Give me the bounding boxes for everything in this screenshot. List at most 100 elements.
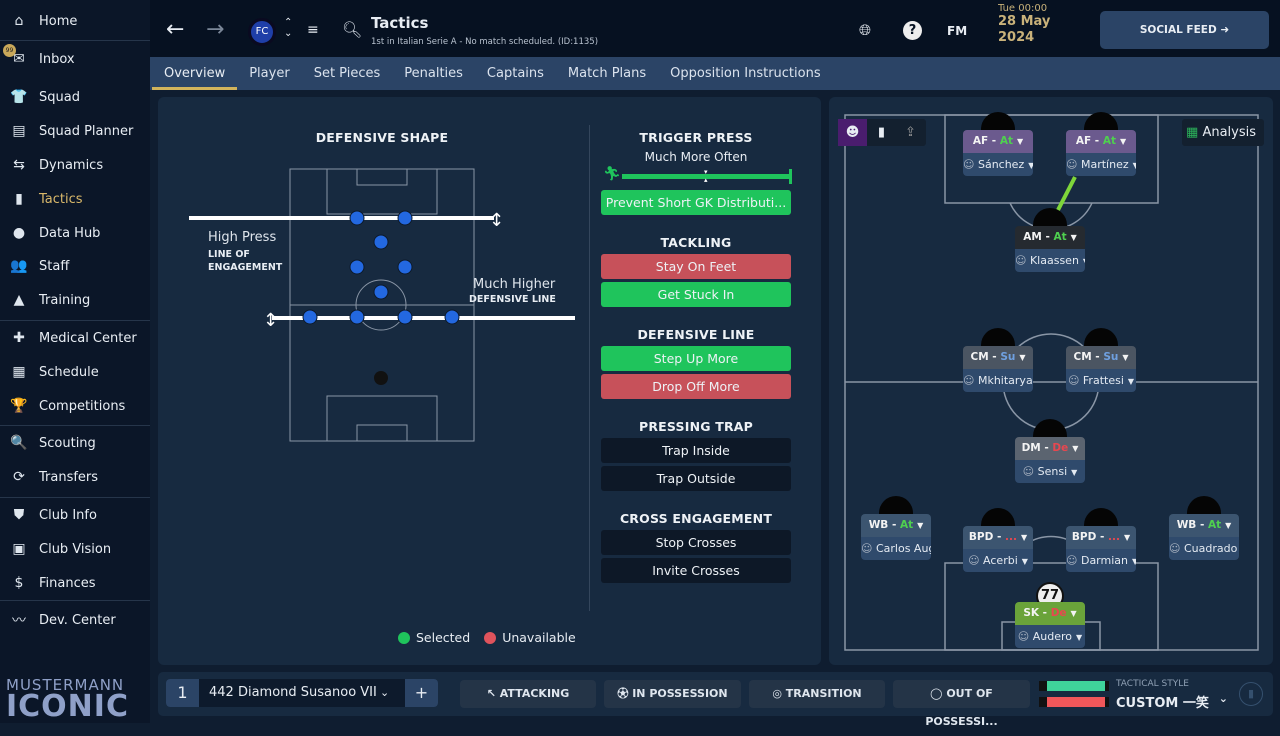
tactical-style-select[interactable]: CUSTOM 一笑⌄ <box>1116 692 1228 711</box>
invite-crosses-button[interactable]: Invite Crosses <box>601 558 791 583</box>
globe-icon[interactable]: 🌐︎ <box>859 21 872 39</box>
transition-button[interactable]: ◎ TRANSITION <box>749 680 885 708</box>
player-selector[interactable]: ☺ Cuadrado▼ <box>1169 537 1239 560</box>
role-selector[interactable]: DM - De▼ <box>1015 437 1085 460</box>
sidebar-item-transfers[interactable]: ⟳Transfers <box>0 462 150 492</box>
role-selector[interactable]: CM - Su▼ <box>1066 346 1136 369</box>
sidebar-item-competitions[interactable]: 🏆Competitions <box>0 391 150 421</box>
sidebar-item-inbox[interactable]: ✉Inbox <box>0 44 150 74</box>
role-selector[interactable]: SK - De▼ <box>1015 602 1085 625</box>
tab-captains[interactable]: Captains <box>486 66 544 81</box>
role-selector[interactable]: WB - At▼ <box>861 514 931 537</box>
bar-chart-icon[interactable]: ▮ <box>877 125 886 140</box>
out-of-possession-button[interactable]: ◯ OUT OF POSSESSI... <box>893 680 1030 728</box>
tactic-analysis-icon[interactable]: ▮ <box>1239 682 1263 706</box>
player-selector[interactable]: ☺ Frattesi▼ <box>1066 369 1136 392</box>
player-card[interactable]: AF - At▼☺ Sánchez▼ <box>963 112 1033 176</box>
tab-penalties[interactable]: Penalties <box>404 66 463 81</box>
search-icon[interactable]: 🔍︎ <box>342 20 363 39</box>
role-selector[interactable]: AM - At▼ <box>1015 226 1085 249</box>
sidebar-item-training[interactable]: ▲Training <box>0 285 150 315</box>
dropdown-arrow-icon: ▼ <box>1225 521 1232 530</box>
sidebar-item-data-hub[interactable]: ●Data Hub <box>0 218 150 248</box>
in-possession-button[interactable]: ⚽︎ IN POSSESSION <box>604 680 741 708</box>
sidebar-item-finances[interactable]: $Finances <box>0 568 150 598</box>
player-card[interactable]: AM - At▼☺ Klaassen▼ <box>1015 208 1085 272</box>
player-card[interactable]: BPD - ...▼☺ Darmian▼ <box>1066 508 1136 572</box>
date-widget[interactable]: Tue 00:00 28 May 2024 <box>998 4 1051 45</box>
player-view-icon[interactable]: ☻ <box>838 119 867 146</box>
sidebar-item-dynamics[interactable]: ⇆Dynamics <box>0 150 150 180</box>
chevron-down-icon[interactable]: ⌄ <box>380 686 390 699</box>
player-selector[interactable]: ☺ Sensi▼ <box>1015 460 1085 483</box>
help-icon[interactable]: ? <box>903 21 922 40</box>
player-card[interactable]: WB - At▼☺ Cuadrado▼ <box>1169 496 1239 560</box>
player-selector[interactable]: ☺ Carlos Augu...▼ <box>861 537 931 560</box>
back-arrow-icon[interactable]: ← <box>166 17 185 42</box>
role-selector[interactable]: BPD - ...▼ <box>963 526 1033 549</box>
attacking-button[interactable]: ↖ ATTACKING <box>460 680 596 708</box>
analysis-button[interactable]: ▦ Analysis <box>1182 119 1264 146</box>
social-feed-button[interactable]: SOCIAL FEED ➜ <box>1100 11 1269 49</box>
role-selector[interactable]: AF - At▼ <box>1066 130 1136 153</box>
player-card[interactable]: CM - Su▼☺ Mkhitaryan▼ <box>963 328 1033 392</box>
player-card[interactable]: AF - At▼☺ Martínez▼ <box>1066 112 1136 176</box>
player-card[interactable]: DM - De▼☺ Sensi▼ <box>1015 419 1085 483</box>
player-selector[interactable]: ☺ Acerbi▼ <box>963 549 1033 572</box>
trap-outside-button[interactable]: Trap Outside <box>601 466 791 491</box>
role-selector[interactable]: WB - At▼ <box>1169 514 1239 537</box>
forward-arrow-icon[interactable]: → <box>206 17 225 42</box>
sidebar-item-club-vision[interactable]: ▣Club Vision <box>0 534 150 564</box>
stop-crosses-button[interactable]: Stop Crosses <box>601 530 791 555</box>
top-header: ← → FC ⌃⌄ ≡ 🔍︎ Tactics 1st in Italian Se… <box>150 0 1280 57</box>
add-tactic-button[interactable]: + <box>405 679 438 707</box>
sidebar-item-home[interactable]: ⌂Home <box>0 6 150 36</box>
role-selector[interactable]: AF - At▼ <box>963 130 1033 153</box>
tactic-selector[interactable]: 1 442 Diamond Susanoo VII ⌄ + <box>166 679 438 707</box>
menu-icon[interactable]: ≡ <box>307 22 319 38</box>
get-stuck-in-button[interactable]: Get Stuck In <box>601 282 791 307</box>
sidebar-item-squad[interactable]: 👕Squad <box>0 82 150 112</box>
tab-overview[interactable]: Overview <box>152 57 238 90</box>
tab-match-plans[interactable]: Match Plans <box>567 66 647 81</box>
sidebar-item-tactics[interactable]: ▮Tactics <box>0 184 150 214</box>
sidebar-item-dev-center[interactable]: 〰Dev. Center <box>0 605 150 635</box>
tab-set-pieces[interactable]: Set Pieces <box>313 66 381 81</box>
club-switch-chevrons-icon[interactable]: ⌃⌄ <box>284 17 293 39</box>
player-selector[interactable]: ☺ Darmian▼ <box>1066 549 1136 572</box>
player-selector[interactable]: ☺ Sánchez▼ <box>963 153 1033 176</box>
player-card[interactable]: CM - Su▼☺ Frattesi▼ <box>1066 328 1136 392</box>
upload-icon[interactable]: ⇪ <box>905 125 916 140</box>
stay-on-feet-button[interactable]: Stay On Feet <box>601 254 791 279</box>
role-selector[interactable]: BPD - ...▼ <box>1066 526 1136 549</box>
tactic-slot-number[interactable]: 1 <box>166 679 199 707</box>
tab-player[interactable]: Player <box>249 66 290 81</box>
player-card[interactable]: WB - At▼☺ Carlos Augu...▼ <box>861 496 931 560</box>
slider-marker[interactable]: ▾▴ <box>704 168 708 184</box>
tactic-name[interactable]: 442 Diamond Susanoo VII <box>209 685 377 700</box>
sidebar-item-schedule[interactable]: ▦Schedule <box>0 357 150 387</box>
sidebar-item-squad-planner[interactable]: ▤Squad Planner <box>0 116 150 146</box>
role-selector[interactable]: CM - Su▼ <box>963 346 1033 369</box>
player-selector[interactable]: ☺ Klaassen▼ <box>1015 249 1085 272</box>
pitch-panel <box>829 97 1273 665</box>
sidebar-item-scouting[interactable]: 🔍Scouting <box>0 428 150 458</box>
club-badge-icon[interactable]: FC <box>248 18 276 46</box>
trigger-press-slider[interactable]: ▾▴ <box>622 168 792 184</box>
player-selector[interactable]: ☺ Audero▼ <box>1015 625 1085 648</box>
player-card[interactable]: BPD - ...▼☺ Acerbi▼ <box>963 508 1033 572</box>
player-selector[interactable]: ☺ Martínez▼ <box>1066 153 1136 176</box>
fm-button[interactable]: FM <box>947 24 968 38</box>
drop-off-more-button[interactable]: Drop Off More <box>601 374 791 399</box>
sidebar-item-medical-center[interactable]: ✚Medical Center <box>0 323 150 353</box>
prevent-short-gk-distribution-button[interactable]: Prevent Short GK Distributi... <box>601 190 791 215</box>
sidebar-divider <box>0 425 150 426</box>
chevron-down-icon: ⌄ <box>1218 692 1228 705</box>
sidebar-item-staff[interactable]: 👥Staff <box>0 251 150 281</box>
player-selector[interactable]: ☺ Mkhitaryan▼ <box>963 369 1033 392</box>
step-up-more-button[interactable]: Step Up More <box>601 346 791 371</box>
tab-opposition-instructions[interactable]: Opposition Instructions <box>670 66 821 81</box>
trap-inside-button[interactable]: Trap Inside <box>601 438 791 463</box>
sidebar-item-club-info[interactable]: ⛊Club Info <box>0 500 150 530</box>
